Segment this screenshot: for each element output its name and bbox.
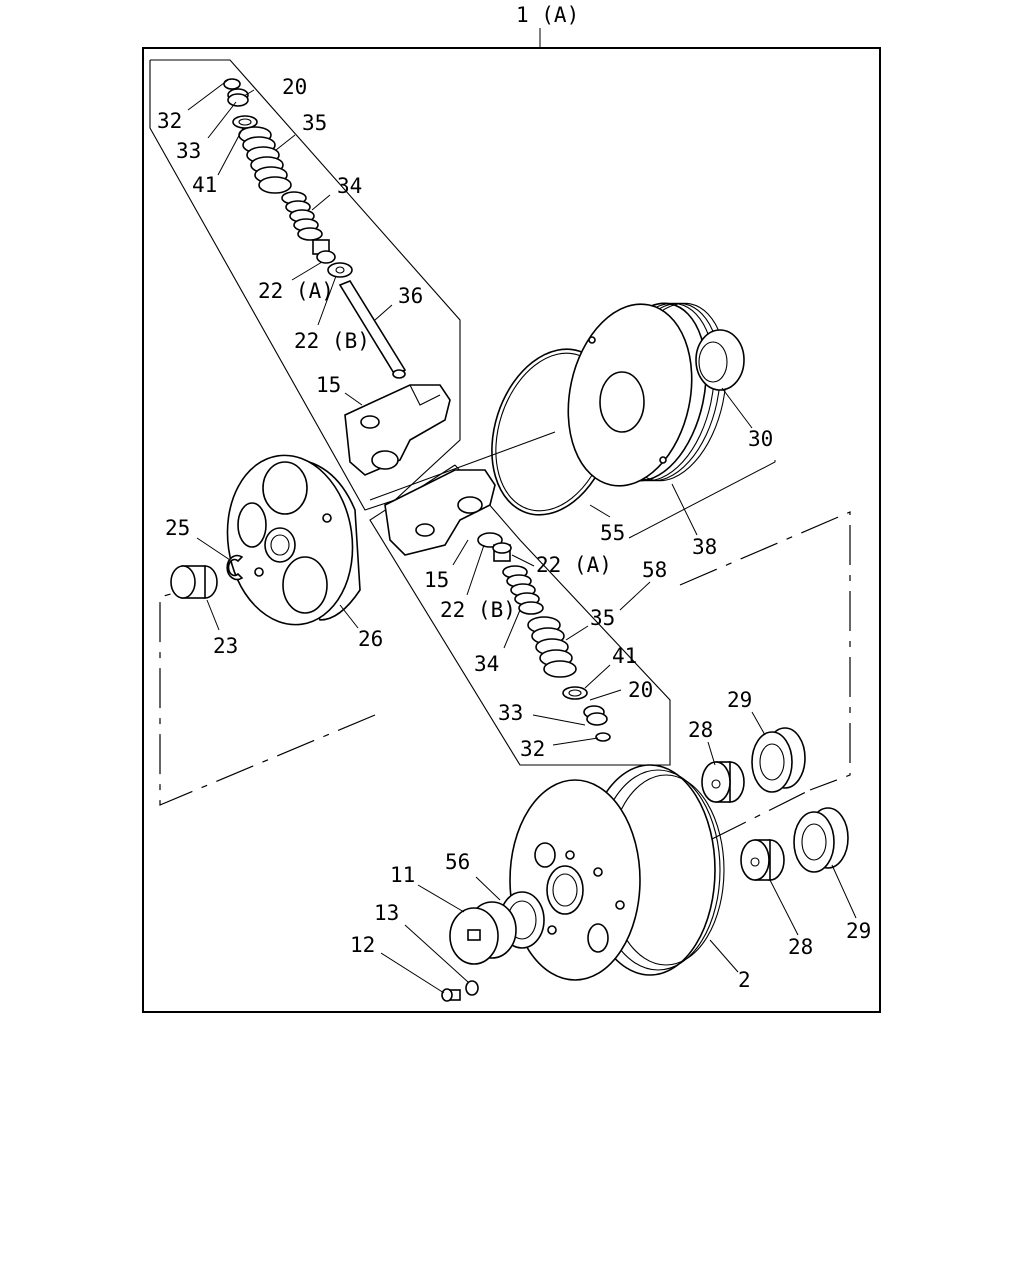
label-29b: 29 [846,919,871,943]
valve-22A-upper [312,239,336,264]
plate-26 [226,454,361,626]
label-29a: 29 [727,688,752,712]
screw-12 [441,988,461,1002]
label-41a: 41 [192,173,217,197]
label-30: 30 [748,427,773,451]
assembly-line-right-bottom [709,789,811,841]
label-20b: 20 [628,678,653,702]
label-33b: 33 [498,701,523,725]
label-22A-a: 22 (A) [258,279,334,303]
assembly-line-left [159,589,376,806]
plug-23 [170,565,218,599]
label-34a: 34 [337,174,362,198]
seal-29b [793,807,849,873]
label-26: 26 [358,627,383,651]
label-32b: 32 [520,737,545,761]
spring-seat-33b [583,705,608,726]
washer-13 [465,980,479,996]
label-33a: 33 [176,139,201,163]
center-axis-line [369,431,556,501]
label-22B-b: 22 (B) [440,598,516,622]
washer-41b [562,686,588,700]
bushing-28b [740,839,785,881]
spring-seat-33a [227,88,249,107]
spring-34a [281,191,323,241]
assembly-frame [142,47,881,1013]
label-35b: 35 [590,606,615,630]
label-28a: 28 [688,718,713,742]
spring-35b [527,616,577,678]
washer-22B-upper [327,262,353,278]
cap-11 [449,901,517,965]
cover-38 [567,302,727,487]
label-35a: 35 [302,111,327,135]
label-34b: 34 [474,652,499,676]
snap-ring-25 [226,554,244,581]
label-2: 2 [738,968,751,992]
label-55: 55 [600,521,625,545]
label-11: 11 [390,863,415,887]
valve-22A-lower [492,542,512,562]
leader-lines [187,79,857,994]
snap-ring-32a [223,78,241,90]
part-labels: 32 20 33 35 41 34 22 (A) 36 22 (B) 15 30… [157,75,871,992]
label-41b: 41 [612,644,637,668]
label-25: 25 [165,516,190,540]
label-20a: 20 [282,75,307,99]
label-13: 13 [374,901,399,925]
spring-34b [502,565,544,615]
label-23: 23 [213,634,238,658]
label-22A-b: 22 (A) [536,553,612,577]
spring-35a [238,126,292,194]
snap-ring-32b [595,732,611,742]
label-22B-a: 22 (B) [294,329,370,353]
label-32a: 32 [157,109,182,133]
bushing-28a [701,761,745,803]
washer-41a [232,115,258,129]
assembly-title: 1 (A) [516,3,579,27]
lower-inset-box [369,464,671,766]
label-56: 56 [445,850,470,874]
label-12: 12 [350,933,375,957]
seal-29a [751,727,806,793]
label-15b: 15 [424,568,449,592]
assembly-line-right [679,511,851,791]
rod-36 [338,280,407,379]
valve-body-15a [344,384,451,476]
label-15a: 15 [316,373,341,397]
valve-body-15b [384,469,496,556]
upper-inset-box [149,59,461,511]
label-58: 58 [642,558,667,582]
label-38: 38 [692,535,717,559]
housing-body-2 [509,764,725,981]
label-36: 36 [398,284,423,308]
label-28b: 28 [788,935,813,959]
seal-30 [695,329,745,391]
